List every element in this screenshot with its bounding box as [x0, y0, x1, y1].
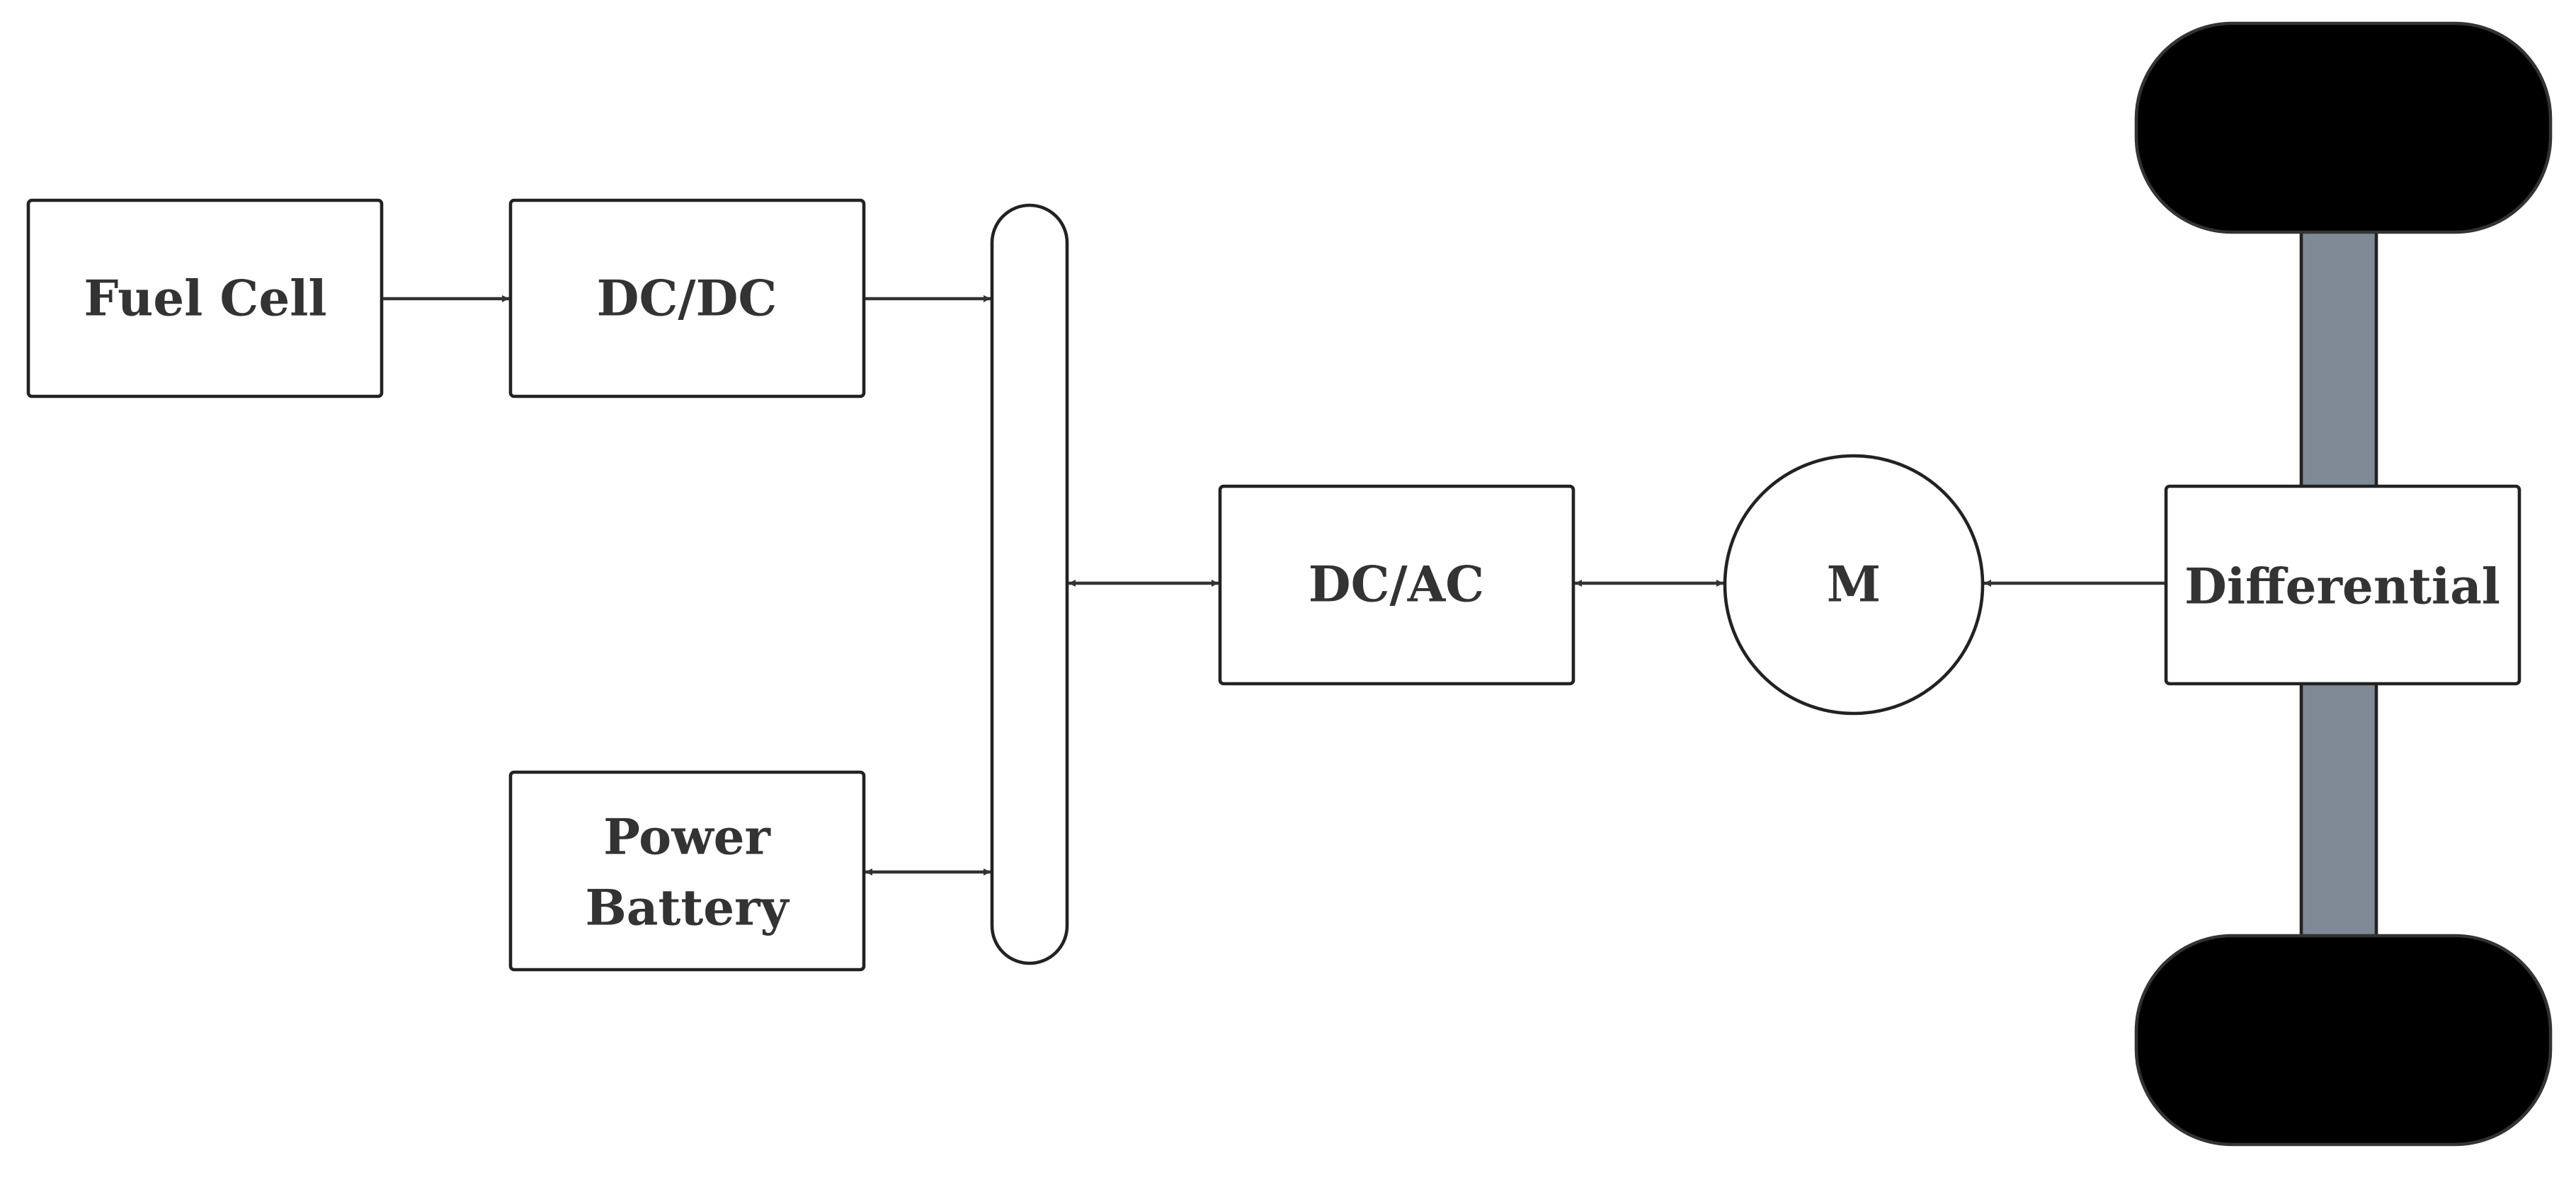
power-battery-label-line2: Battery [585, 880, 790, 937]
axle-upper [2299, 224, 2378, 491]
dcdc-label: DC/DC [597, 270, 777, 328]
dcac-block: DC/AC [1218, 484, 1575, 686]
wheel-bottom [2134, 934, 2553, 1147]
power-battery-block: Power Battery [508, 770, 866, 972]
motor-block: M [1723, 454, 1985, 716]
fuel-cell-block: Fuel Cell [26, 198, 384, 398]
differential-block: Differential [2164, 484, 2521, 686]
motor-label: M [1827, 556, 1881, 614]
wheel-top [2134, 21, 2553, 234]
axle-lower [2299, 678, 2378, 949]
fuel-cell-label: Fuel Cell [84, 270, 326, 328]
dcac-label: DC/AC [1309, 556, 1484, 614]
dc-bus [990, 203, 1069, 965]
dcdc-block: DC/DC [508, 198, 866, 398]
differential-label: Differential [2184, 558, 2500, 616]
power-battery-label-line1: Power [603, 809, 771, 866]
